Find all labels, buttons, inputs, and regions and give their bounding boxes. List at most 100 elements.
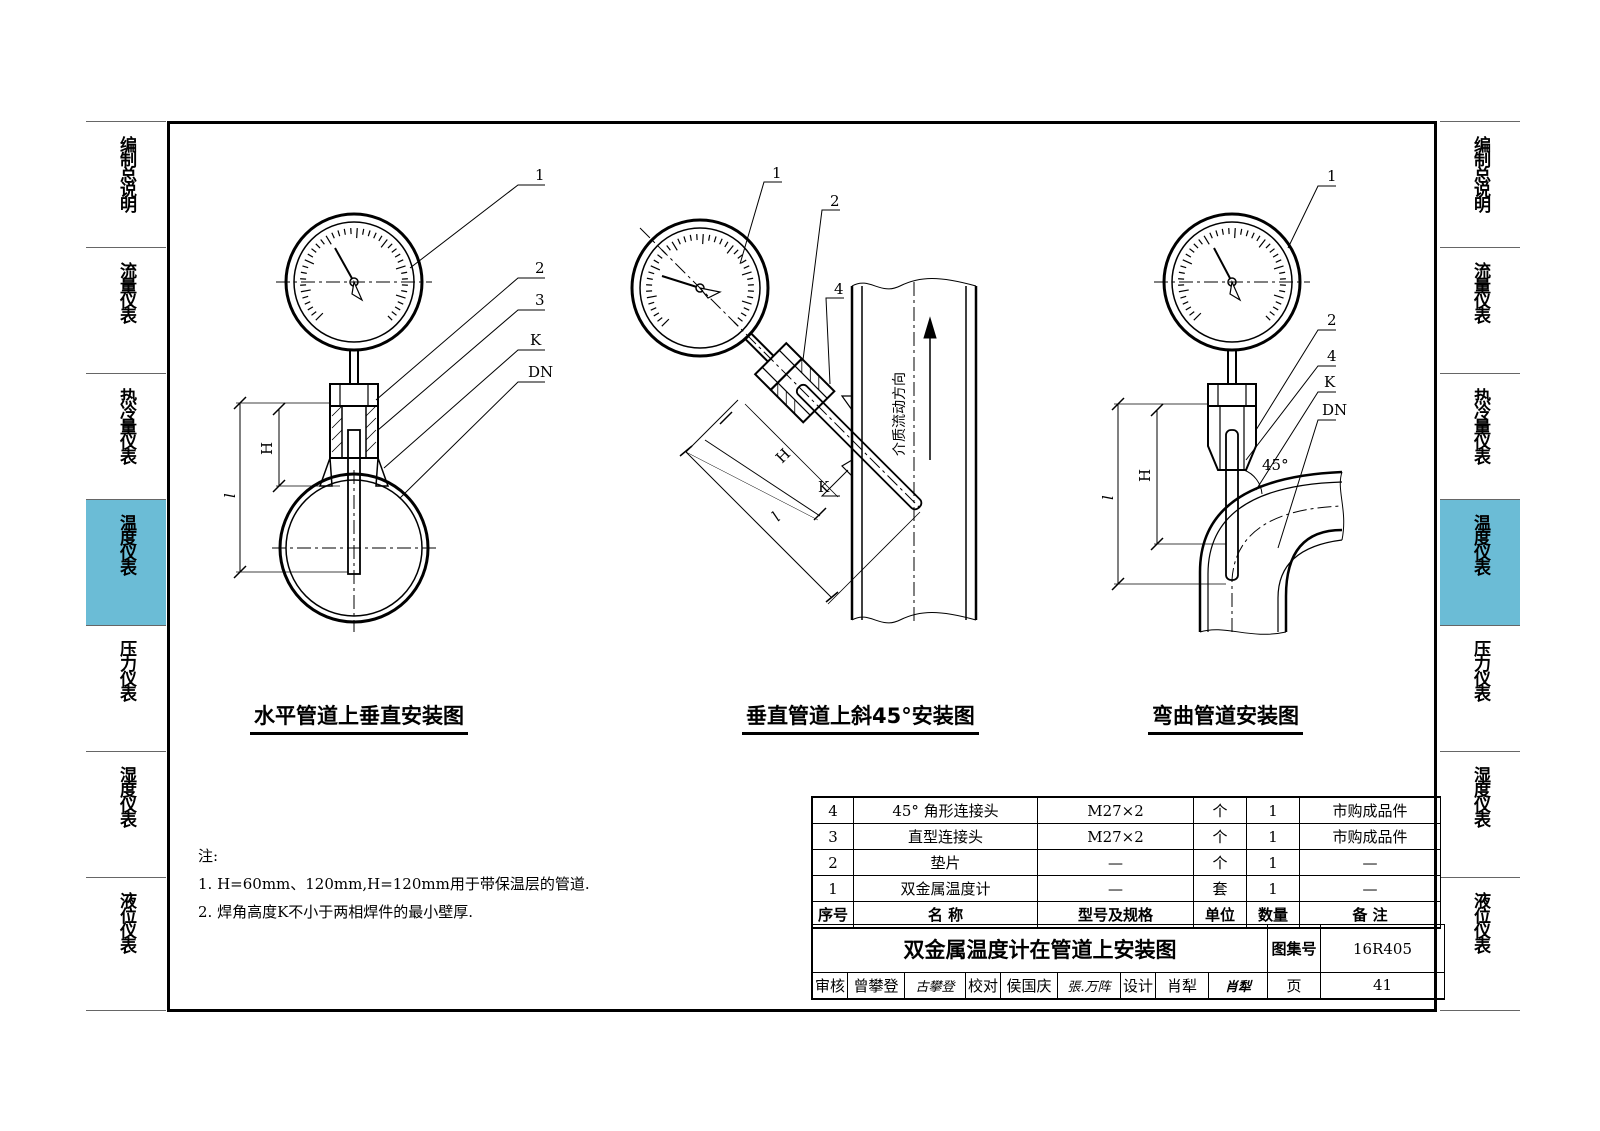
gauge-tick xyxy=(362,228,365,235)
gauge-tick xyxy=(1275,301,1282,305)
dim-label: l xyxy=(1099,495,1117,500)
gauge-tick xyxy=(311,311,317,316)
callout-label: 1 xyxy=(535,166,545,184)
gauge-tick xyxy=(311,248,317,253)
sidebar-tab-general[interactable]: 编制总说明 xyxy=(86,121,166,247)
gauge-tick xyxy=(1180,295,1187,299)
gauge-tick xyxy=(702,234,704,245)
gauge-dial-3 xyxy=(1154,212,1310,352)
sidebar-tab-label: 压力仪表 xyxy=(116,640,136,700)
gauge-tick xyxy=(378,235,383,242)
gauge-tick xyxy=(387,315,393,321)
gauge-tick xyxy=(1275,259,1282,263)
gauge-dial-1 xyxy=(276,212,432,352)
gauge-tick xyxy=(302,265,309,269)
gauge-tick xyxy=(650,307,657,311)
callout-label: 1 xyxy=(1327,167,1337,185)
gauge-tick xyxy=(719,238,723,245)
gauge-tick xyxy=(1182,259,1193,265)
gauge-tick xyxy=(397,259,404,263)
gauge-tick xyxy=(648,301,655,305)
gauge-tick xyxy=(304,301,311,305)
gauge-tick xyxy=(394,306,401,311)
drawing-main-title-text: 双金属温度计在管道上安装图 xyxy=(903,937,1177,962)
sidebar-tab-label: 热冷量仪表 xyxy=(1470,388,1490,463)
right-sidebar: 编制总说明 流量仪表 热冷量仪表 温度仪表 压力仪表 湿度仪表 液位仪表 xyxy=(1440,121,1520,1011)
gauge-tick xyxy=(657,317,663,322)
gauge-tick xyxy=(300,289,311,293)
dim-label: l xyxy=(221,493,239,498)
sidebar-tab-temperature[interactable]: 温度仪表 xyxy=(1440,499,1520,625)
drawing-elbow xyxy=(1111,185,1345,635)
note-item: 2. 焊角高度K不小于两相焊件的最小壁厚. xyxy=(198,903,474,921)
bill-of-materials: 4 45° 角形连接头 M27×2 个 1 市购成品件 3 直型连接头 M27×… xyxy=(811,796,1441,929)
sidebar-tab-label: 湿度仪表 xyxy=(1470,766,1490,826)
gauge-tick xyxy=(395,294,406,299)
notes-heading: 注: xyxy=(198,847,219,865)
gauge-tick xyxy=(401,290,408,293)
gauge-tick xyxy=(337,230,341,237)
gauge-tick xyxy=(380,239,388,248)
drawing-main-title: 双金属温度计在管道上安装图 xyxy=(811,924,1268,973)
gauge-tick xyxy=(1273,294,1284,299)
bom-remark: — xyxy=(1299,875,1441,902)
gauge-tick xyxy=(689,234,692,241)
gauge-tick xyxy=(1245,230,1249,237)
gauge-tick xyxy=(307,306,314,311)
bom-spec: M27×2 xyxy=(1037,796,1194,824)
gauge-tick xyxy=(367,230,371,237)
gauge-tick xyxy=(1269,248,1275,253)
notes: 注: 1. H=60mm、120mm,H=120mm用于带保温层的管道. 2. … xyxy=(198,842,590,926)
drawing-title-vertical: 垂直管道上斜45°安装图 xyxy=(742,700,979,735)
sidebar-tab-temperature[interactable]: 温度仪表 xyxy=(86,499,166,625)
sidebar-tab-flow[interactable]: 流量仪表 xyxy=(86,247,166,373)
sidebar-tab-general[interactable]: 编制总说明 xyxy=(1440,121,1520,247)
sidebar-tab-level[interactable]: 液位仪表 xyxy=(1440,877,1520,1011)
gauge-tick xyxy=(302,295,309,299)
gauge-tick xyxy=(395,265,406,270)
bom-name: 直型连接头 xyxy=(853,823,1038,850)
sidebar-tab-label: 液位仪表 xyxy=(116,892,136,952)
gauge-tick xyxy=(300,271,307,274)
sidebar-tab-heat[interactable]: 热冷量仪表 xyxy=(1440,373,1520,499)
bom-no: 4 xyxy=(811,796,854,824)
sidebar-tab-label: 热冷量仪表 xyxy=(116,388,136,463)
sidebar-tab-level[interactable]: 液位仪表 xyxy=(86,877,166,1011)
sidebar-tab-pressure[interactable]: 压力仪表 xyxy=(86,625,166,751)
sidebar-tab-humidity[interactable]: 湿度仪表 xyxy=(86,751,166,877)
designer-name: 肖犁 xyxy=(1155,972,1209,999)
sidebar-tab-flow[interactable]: 流量仪表 xyxy=(1440,247,1520,373)
gauge-tick xyxy=(1258,239,1266,248)
gauge-tick xyxy=(1193,312,1202,321)
gauge-tick xyxy=(331,232,335,239)
gauge-tick xyxy=(1256,235,1261,242)
sidebar-tab-label: 温度仪表 xyxy=(116,514,136,574)
gauge-tick xyxy=(683,236,687,243)
gauge-tick xyxy=(733,249,739,255)
callout-label: DN xyxy=(528,363,553,381)
bom-remark: — xyxy=(1299,849,1441,876)
gauge-tick xyxy=(653,312,660,317)
gauge-tick xyxy=(1193,243,1199,249)
checker-signature: 張.万阵 xyxy=(1057,972,1121,999)
dim-label: H xyxy=(258,442,276,455)
design-label: 设计 xyxy=(1120,972,1156,999)
sidebar-tab-humidity[interactable]: 湿度仪表 xyxy=(1440,751,1520,877)
sidebar-tab-pressure[interactable]: 压力仪表 xyxy=(1440,625,1520,751)
bom-name: 垫片 xyxy=(853,849,1038,876)
gauge-tick xyxy=(1203,235,1210,245)
gauge-tick xyxy=(1185,306,1192,311)
sidebar-tab-label: 温度仪表 xyxy=(1470,514,1490,574)
page-number: 41 xyxy=(1320,972,1445,999)
gauge-tick xyxy=(1221,228,1224,235)
bom-spec: M27×2 xyxy=(1037,823,1194,850)
sidebar-tab-heat[interactable]: 热冷量仪表 xyxy=(86,373,166,499)
gauge-tick xyxy=(1265,243,1271,249)
note-item: 1. H=60mm、120mm,H=120mm用于带保温层的管道. xyxy=(198,875,590,893)
callout-label: K xyxy=(530,331,542,349)
table-row: 2 垫片 — 个 1 — xyxy=(811,849,1441,876)
angle-label: 45° xyxy=(1262,456,1289,474)
designer-signature: 肖犁 xyxy=(1208,972,1268,999)
callout-label: 4 xyxy=(834,280,844,298)
flow-direction-label: 介质流动方向 xyxy=(892,372,908,456)
